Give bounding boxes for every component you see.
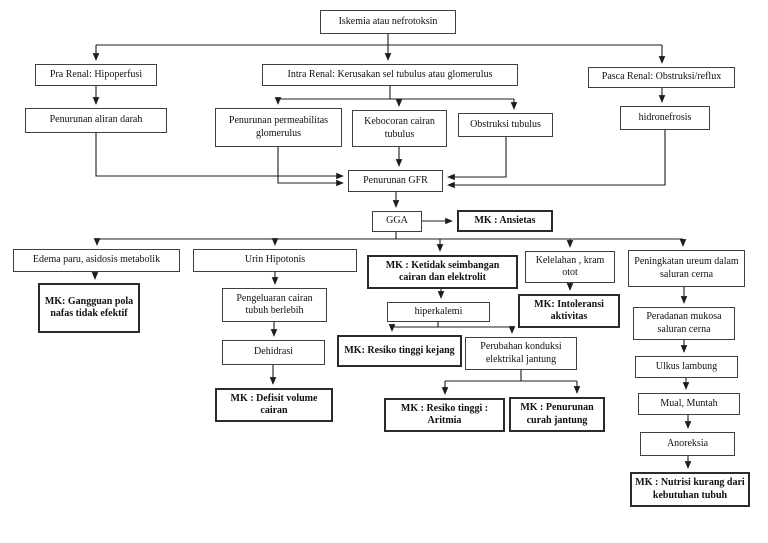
node-mk-intoleransi: MK: Intoleransi aktivitas <box>518 294 620 328</box>
node-dehidrasi: Dehidrasi <box>222 340 325 365</box>
node-mk-nutrisi: MK : Nutrisi kurang dari kebutuhan tubuh <box>630 472 750 507</box>
node-pra-renal: Pra Renal: Hipoperfusi <box>35 64 157 86</box>
edge-permeabilitas-to-gfr <box>277 147 344 187</box>
node-peradanan-mukosa: Peradanan mukosa saluran cerna <box>633 307 735 340</box>
node-intra-renal: Intra Renal: Kerusakan sel tubulus atau … <box>262 64 518 86</box>
node-ulkus-lambung: Ulkus lambung <box>635 356 738 378</box>
node-mual-muntah: Mual, Muntah <box>638 393 740 415</box>
node-gga: GGA <box>372 211 422 232</box>
node-mk-ketidakseimbangan: MK : Ketidak seimbangan cairan dan elekt… <box>367 255 518 289</box>
node-penurunan-gfr: Penurunan GFR <box>348 170 443 192</box>
node-mk-ansietas: MK : Ansietas <box>457 210 553 232</box>
node-iskemia: Iskemia atau nefrotoksin <box>320 10 456 34</box>
node-hidronefrosis: hidronefrosis <box>620 106 710 130</box>
node-pasca-renal: Pasca Renal: Obstruksi/reflux <box>588 67 735 88</box>
node-kelelahan-kram: Kelelahan , kram otot <box>525 251 615 283</box>
node-kebocoran-cairan: Kebocoran cairan tubulus <box>352 110 447 147</box>
node-anoreksia: Anoreksia <box>640 432 735 456</box>
node-mk-aritmia: MK : Resiko tinggi : Aritmia <box>384 398 505 432</box>
node-pengeluaran-cairan: Pengeluaran cairan tubuh berlebih <box>222 288 327 322</box>
node-penurunan-aliran-darah: Penurunan aliran darah <box>25 108 167 133</box>
node-mk-gangguan-nafas: MK: Gangguan pola nafas tidak efektif <box>38 283 140 333</box>
node-mk-curah-jantung: MK : Penurunan curah jantung <box>509 397 605 432</box>
edge-hidronefrosis-to-gfr <box>447 130 666 189</box>
node-mk-resiko-kejang: MK: Resiko tinggi kejang <box>337 335 462 367</box>
node-hiperkalemi: hiperkalemi <box>387 302 490 322</box>
node-urin-hipotonis: Urin Hipotonis <box>193 249 357 272</box>
node-obstruksi-tubulus: Obstruksi tubulus <box>458 113 553 137</box>
node-penurunan-permeabilitas: Penurunan permeabilitas glomerulus <box>215 108 342 147</box>
node-mk-defisit-volume: MK : Defisit volume cairan <box>215 388 333 422</box>
node-edema-paru: Edema paru, asidosis metabolik <box>13 249 180 272</box>
node-peningkatan-ureum: Peningkatan ureum dalam saluran cerna <box>628 250 745 287</box>
edge-obstruksi-to-gfr <box>447 137 507 181</box>
node-perubahan-konduksi: Perubahan konduksi elektrikal jantung <box>465 337 577 370</box>
